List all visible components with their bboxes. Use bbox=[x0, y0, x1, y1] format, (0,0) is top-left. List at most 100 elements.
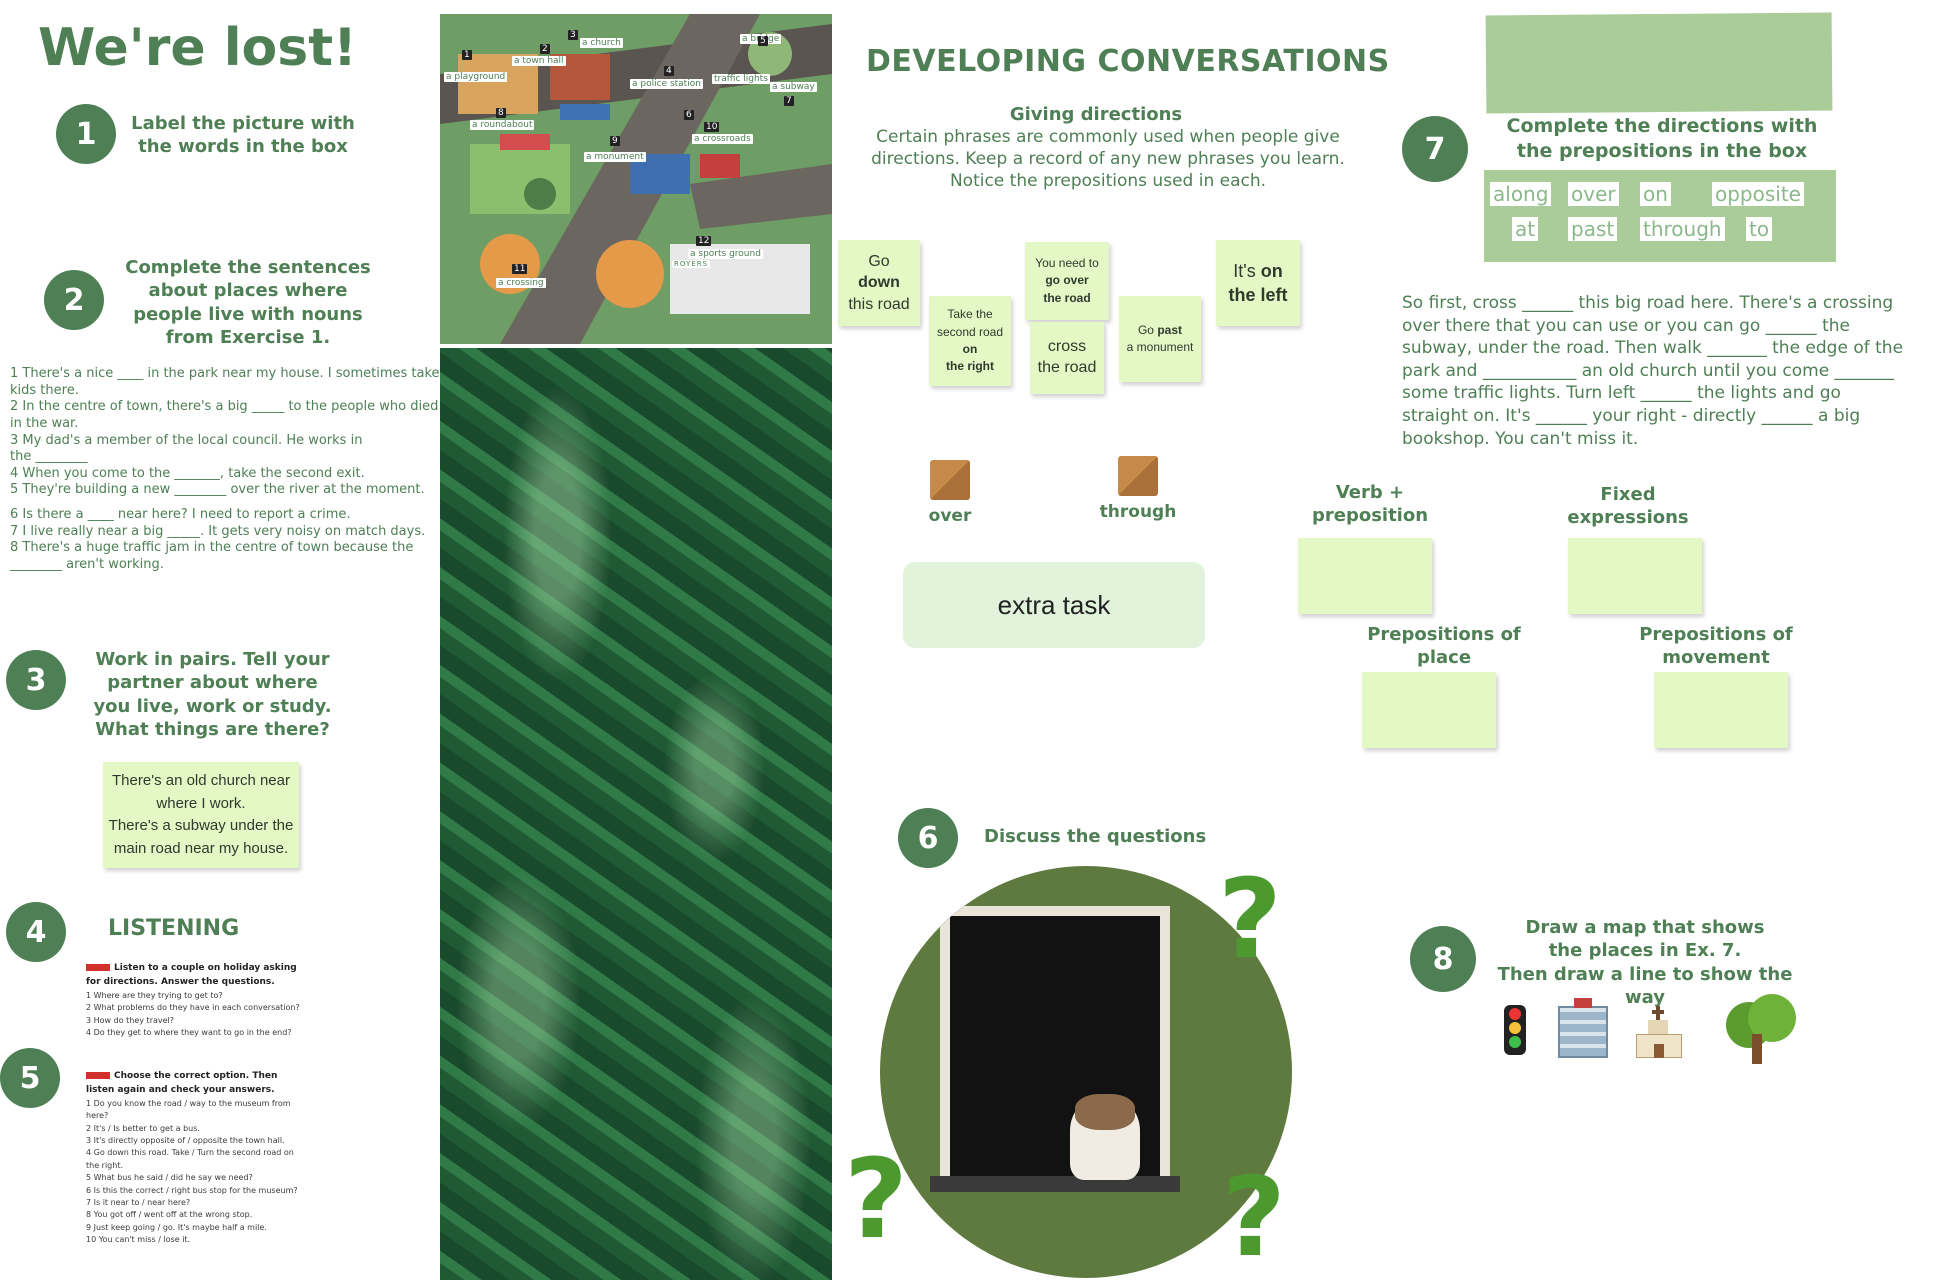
word-chip: along bbox=[1490, 182, 1552, 206]
sentence: 5 They're building a new ________ over t… bbox=[10, 482, 425, 498]
audio-track-icon bbox=[86, 964, 110, 971]
question: 1 Do you know the road / way to the muse… bbox=[86, 1098, 291, 1121]
word-chip: through bbox=[1640, 217, 1725, 241]
map-number: 4 bbox=[664, 66, 674, 76]
exercise-6-instruction: Discuss the questions bbox=[984, 826, 1207, 847]
city-map-illustration: a church a bridge a town hall a playgrou… bbox=[440, 14, 832, 344]
map-label: a police station bbox=[630, 79, 703, 89]
word-chip: past bbox=[1568, 217, 1618, 241]
map-label: a sports ground bbox=[688, 249, 763, 259]
map-number: 10 bbox=[704, 122, 720, 132]
exercise-5-number: 5 bbox=[0, 1048, 60, 1108]
exercise-8-line-1: Draw a map that shows the places in Ex. … bbox=[1525, 917, 1765, 962]
category-fixed-expressions-label: Fixed expressions bbox=[1567, 484, 1689, 528]
sentence: 1 There's a nice ____ in the park near m… bbox=[10, 366, 440, 398]
cat-window-photo bbox=[880, 866, 1292, 1278]
listening-task-1: Listen to a couple on holiday asking for… bbox=[86, 962, 302, 1039]
sentence: 8 There's a huge traffic jam in the cent… bbox=[10, 540, 418, 572]
question: 2 What problems do they have in each con… bbox=[86, 1003, 300, 1013]
category-fixed-expressions-note[interactable] bbox=[1568, 538, 1702, 614]
exercise-3-instruction: Work in pairs. Tell your partner about w… bbox=[93, 649, 332, 741]
listening-task-2-lead: Choose the correct option. Then listen a… bbox=[86, 1071, 278, 1095]
exercise-3-number: 3 bbox=[6, 650, 66, 710]
map-label: a roundabout bbox=[470, 120, 535, 130]
question-mark-icon: ? bbox=[844, 1135, 908, 1263]
cat-head bbox=[1075, 1094, 1135, 1130]
question: 4 Do they get to where they want to go i… bbox=[86, 1028, 292, 1038]
extra-task-button[interactable]: extra task bbox=[903, 562, 1205, 648]
torn-paper-top bbox=[1485, 12, 1833, 114]
cardboard-box-icon bbox=[1118, 456, 1158, 496]
map-number: 1 bbox=[462, 50, 472, 60]
map-label: a church bbox=[580, 38, 623, 48]
developing-conversations-title: DEVELOPING CONVERSATIONS bbox=[866, 44, 1390, 79]
box-over[interactable]: over bbox=[925, 460, 975, 526]
office-building-icon bbox=[1558, 998, 1608, 1058]
word-chip: to bbox=[1746, 217, 1773, 241]
exercise-7-paragraph: So first, cross ______ this big road her… bbox=[1402, 293, 1904, 449]
exercise-8-number: 8 bbox=[1410, 926, 1476, 992]
map-number: 6 bbox=[684, 110, 694, 120]
exercise-7-number: 7 bbox=[1402, 116, 1468, 182]
page-title: We're lost! bbox=[38, 18, 357, 78]
map-number: 12 bbox=[696, 236, 712, 246]
word-chip: at bbox=[1512, 217, 1539, 241]
map-label: a crossing bbox=[496, 278, 546, 288]
map-label: a playground bbox=[444, 72, 508, 82]
exercise-2-sentences: 1 There's a nice ____ in the park near m… bbox=[10, 366, 442, 574]
exercise-2-instruction: Complete the sentences about places wher… bbox=[125, 257, 371, 349]
map-label: a monument bbox=[584, 152, 646, 162]
exercise-3-example-note: There's an old church near where I work.… bbox=[103, 762, 299, 868]
word-chip: over bbox=[1568, 182, 1619, 206]
word-chip: on bbox=[1640, 182, 1671, 206]
category-verb-preposition-label: Verb + preposition bbox=[1311, 482, 1429, 526]
sentence: 3 My dad's a member of the local council… bbox=[10, 432, 367, 465]
sentence: 7 I live really near a big _____. It get… bbox=[10, 523, 426, 539]
listening-task-1-lead: Listen to a couple on holiday asking for… bbox=[86, 963, 297, 987]
question-mark-icon: ? bbox=[1222, 1153, 1286, 1281]
map-number: 8 bbox=[496, 108, 506, 118]
question: 5 What bus he said / did he say we need? bbox=[86, 1173, 253, 1183]
question: 3 It's directly opposite of / opposite t… bbox=[86, 1136, 285, 1146]
listening-heading: LISTENING bbox=[108, 916, 240, 941]
giving-directions-subtitle: Giving directions bbox=[1009, 104, 1183, 125]
exercise-2-number: 2 bbox=[44, 270, 104, 330]
question: 3 How do they travel? bbox=[86, 1015, 175, 1025]
tree-icon bbox=[1722, 994, 1798, 1066]
question: 8 You got off / went off at the wrong st… bbox=[86, 1210, 253, 1220]
note-line: There's an old church near where I work. bbox=[112, 772, 290, 812]
exercise-7-instruction: Complete the directions with the preposi… bbox=[1506, 115, 1818, 162]
question: 1 Where are they trying to get to? bbox=[86, 990, 223, 1000]
map-label: a town hall bbox=[512, 56, 566, 66]
church-icon bbox=[1632, 1006, 1686, 1058]
sentence: 4 When you come to the _______, take the… bbox=[10, 465, 365, 481]
question: 2 It's / Is better to get a bus. bbox=[86, 1123, 200, 1133]
map-label: traffic lights bbox=[712, 74, 770, 84]
category-movement-label: Prepositions of movement bbox=[1639, 624, 1793, 668]
category-place-note[interactable] bbox=[1362, 672, 1496, 748]
question: 4 Go down this road. Take / Turn the sec… bbox=[86, 1148, 294, 1170]
map-label: a subway bbox=[770, 82, 817, 92]
box-over-label: over bbox=[928, 506, 972, 526]
question: 7 Is it near to / near here? bbox=[86, 1198, 191, 1207]
category-movement-note[interactable] bbox=[1654, 672, 1788, 748]
audio-track-icon bbox=[86, 1072, 110, 1079]
map-number: 5 bbox=[758, 36, 768, 46]
category-verb-preposition-note[interactable] bbox=[1298, 538, 1432, 614]
exercise-4-number: 4 bbox=[6, 902, 66, 962]
box-through[interactable]: through bbox=[1098, 456, 1178, 522]
exercise-1-number: 1 bbox=[56, 104, 116, 164]
window-sill bbox=[930, 1176, 1180, 1192]
map-label: a crossroads bbox=[692, 134, 753, 144]
listening-task-2: Choose the correct option. Then listen a… bbox=[86, 1070, 302, 1247]
box-through-label: through bbox=[1099, 502, 1177, 522]
sentence: 2 In the centre of town, there's a big _… bbox=[10, 399, 439, 431]
question-mark-icon: ? bbox=[1218, 855, 1282, 983]
traffic-light-icon bbox=[1504, 1005, 1526, 1055]
